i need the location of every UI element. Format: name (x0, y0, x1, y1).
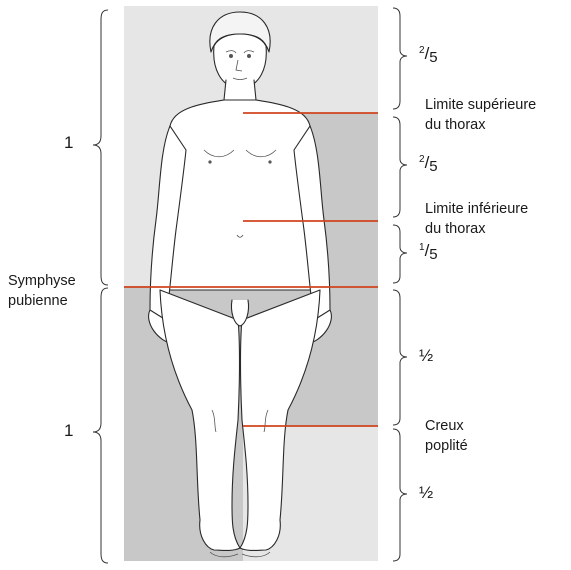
popliteal-label: Creux poplité (425, 416, 468, 456)
popliteal-label-line2: poplité (425, 436, 468, 456)
brace-1-5-abdomen (393, 225, 407, 283)
fraction-thorax: 2/5 (419, 153, 438, 175)
upper-thorax-label-line1: Limite supérieure (425, 95, 536, 115)
lower-thorax-label: Limite inférieure du thorax (425, 199, 528, 239)
upper-thorax-label-line2: du thorax (425, 115, 536, 135)
brace-2-5-thorax (393, 117, 407, 217)
upper-half-value: 1 (64, 133, 73, 153)
brace-half-leg (393, 429, 407, 561)
upper-thorax-label: Limite supérieure du thorax (425, 95, 536, 135)
lower-thorax-label-line2: du thorax (425, 219, 528, 239)
fraction-leg: ½ (419, 483, 433, 503)
brace-lower-half (93, 288, 108, 563)
brace-half-thigh (393, 290, 407, 425)
popliteal-label-line1: Creux (425, 416, 468, 436)
lower-thorax-label-line1: Limite inférieure (425, 199, 528, 219)
right-braces (393, 8, 407, 561)
fraction-thigh: ½ (419, 346, 433, 366)
left-braces (93, 10, 108, 563)
fraction-abdomen: 1/5 (419, 241, 438, 263)
fraction-head: 2/5 (419, 44, 438, 66)
symphysis-label: Symphyse pubienne (8, 271, 76, 311)
symphysis-label-line2: pubienne (8, 291, 76, 311)
brace-upper-half (93, 10, 108, 285)
brace-2-5-head (393, 8, 407, 109)
symphysis-label-line1: Symphyse (8, 271, 76, 291)
lower-half-value: 1 (64, 421, 73, 441)
